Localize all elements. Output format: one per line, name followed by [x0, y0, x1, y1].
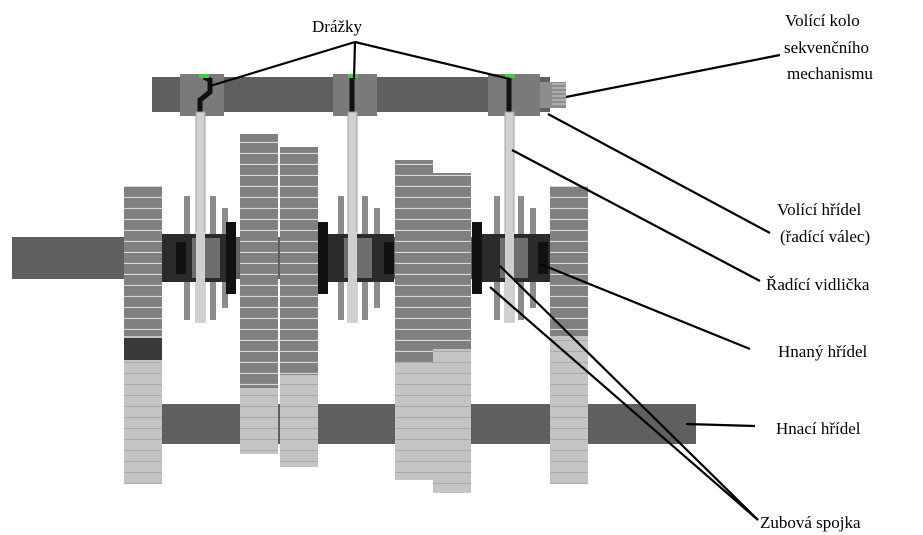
grooves	[197, 74, 515, 114]
label-drive-shaft: Hnací hřídel	[776, 419, 861, 438]
gears-lower	[124, 336, 588, 493]
label-selector-shaft-2: (řadící válec)	[780, 227, 870, 246]
fork-tips	[196, 232, 514, 322]
label-grooves: Drážky	[312, 17, 363, 36]
groove-marker	[505, 74, 515, 78]
label-selector-wheel-2: sekvenčního	[784, 38, 869, 57]
reverse-idler	[124, 338, 162, 360]
selector-drum-knurl	[552, 83, 566, 105]
label-selector-shaft-1: Volící hřídel	[777, 200, 861, 219]
label-shift-fork: Řadící vidlička	[766, 275, 870, 294]
dog-clutches	[162, 196, 550, 320]
label-dog-clutch: Zubová spojka	[760, 513, 861, 532]
shift-forks	[195, 111, 515, 323]
gears-upper	[124, 134, 588, 388]
label-driven-shaft: Hnaný hřídel	[778, 342, 868, 361]
label-selector-wheel-1: Volící kolo	[785, 11, 860, 30]
label-selector-wheel-3: mechanismu	[787, 64, 873, 83]
groove-marker	[199, 74, 209, 78]
leader-lines	[209, 40, 781, 521]
selector-drum	[152, 74, 566, 116]
labels: Drážky Volící kolo sekvenčního mechanism…	[312, 11, 873, 532]
